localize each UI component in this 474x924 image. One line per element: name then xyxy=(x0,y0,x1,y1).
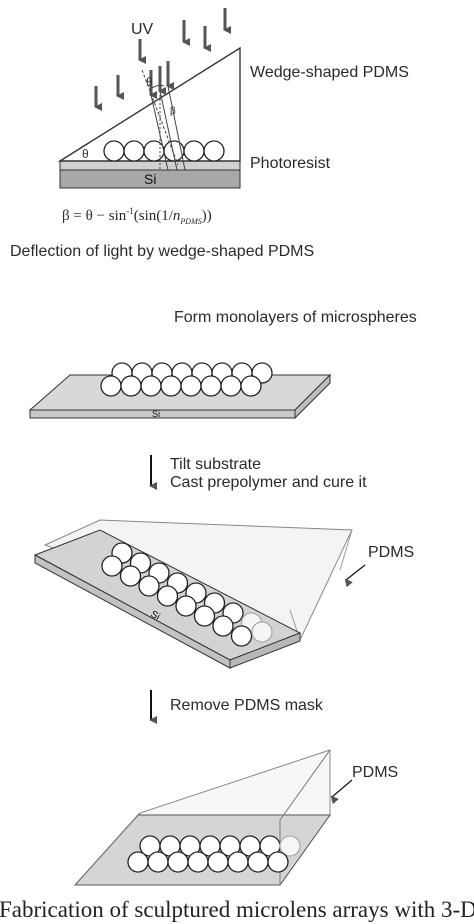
panel-flat-substrate: Si xyxy=(28,362,332,420)
uv-arrows xyxy=(94,8,231,111)
refracted-rays xyxy=(141,69,186,171)
photoresist-layer xyxy=(59,160,241,171)
microsphere xyxy=(220,375,242,397)
microsphere xyxy=(127,851,149,873)
microsphere xyxy=(203,140,225,162)
microsphere xyxy=(100,375,122,397)
microsphere xyxy=(160,375,182,397)
equation-suffix: )) xyxy=(201,208,212,224)
uv-label: UV xyxy=(131,21,154,38)
microsphere xyxy=(143,140,165,162)
microsphere xyxy=(175,595,197,617)
panel-tilted-substrate: Si xyxy=(33,519,366,669)
microsphere-array-flat xyxy=(100,362,273,397)
microsphere xyxy=(193,605,216,627)
pdms-label-1: PDMS xyxy=(368,544,415,561)
microsphere xyxy=(138,575,160,597)
substrate-front xyxy=(29,409,296,419)
equation-sup: -1 xyxy=(126,206,134,216)
step1-line2: Cast prepolymer and cure it xyxy=(170,474,367,491)
microsphere-array-tilted xyxy=(101,542,273,647)
equation-sub: PDMS xyxy=(180,217,202,226)
beta-angle-label: β xyxy=(170,106,176,117)
microsphere xyxy=(156,585,179,607)
theta-angle-label: θ xyxy=(146,75,153,89)
pdms-label-2: PDMS xyxy=(352,764,399,781)
deflection-equation: β = θ − sin-1(sin(1/nPDMS)) xyxy=(62,206,212,226)
microsphere xyxy=(240,375,262,397)
pdms-pointer-1 xyxy=(344,564,366,588)
deflection-text: Deflection of light by wedge-shaped PDMS xyxy=(10,243,315,260)
microsphere xyxy=(101,555,123,577)
step2-text: Remove PDMS mask xyxy=(170,697,323,714)
microsphere xyxy=(140,375,162,397)
photoresist-label: Photoresist xyxy=(250,155,331,172)
microsphere xyxy=(183,140,205,162)
equation-prefix: β = θ − sin xyxy=(62,208,127,224)
microsphere xyxy=(207,851,229,873)
microsphere xyxy=(230,625,253,647)
microsphere xyxy=(279,835,301,857)
pdms-pointer-2 xyxy=(330,779,353,805)
microsphere xyxy=(180,375,202,397)
microsphere xyxy=(147,851,169,873)
panel-wedge-deflection: θ β θ Si xyxy=(57,8,241,189)
substrate-side xyxy=(294,373,331,420)
microsphere xyxy=(247,851,269,873)
form-monolayers-text: Form monolayers of microspheres xyxy=(174,309,417,326)
panel-pdms-mask xyxy=(73,749,353,886)
microsphere xyxy=(119,565,142,587)
tilted-substrate-side xyxy=(229,632,301,669)
microsphere xyxy=(167,851,189,873)
si-label-flat: Si xyxy=(152,409,160,419)
theta-wedge-label: θ xyxy=(82,147,89,161)
microsphere xyxy=(120,375,142,397)
microsphere xyxy=(123,140,145,162)
microsphere xyxy=(212,615,234,637)
microsphere xyxy=(251,621,273,643)
microsphere xyxy=(187,851,209,873)
equation-n: n xyxy=(172,208,181,224)
equation-mid: (sin(1/ xyxy=(133,208,173,224)
wedge-pdms xyxy=(57,46,241,162)
microsphere xyxy=(103,140,125,162)
figure-caption: Fabrication of sculptured microlens arra… xyxy=(0,897,474,922)
wedge-pdms-label: Wedge-shaped PDMS xyxy=(250,64,409,81)
microsphere xyxy=(227,851,249,873)
step1-line1: Tilt substrate xyxy=(170,456,261,473)
microsphere xyxy=(267,851,289,873)
microsphere xyxy=(200,375,222,397)
si-label: Si xyxy=(144,171,156,187)
microsphere-array-mask xyxy=(127,835,301,873)
